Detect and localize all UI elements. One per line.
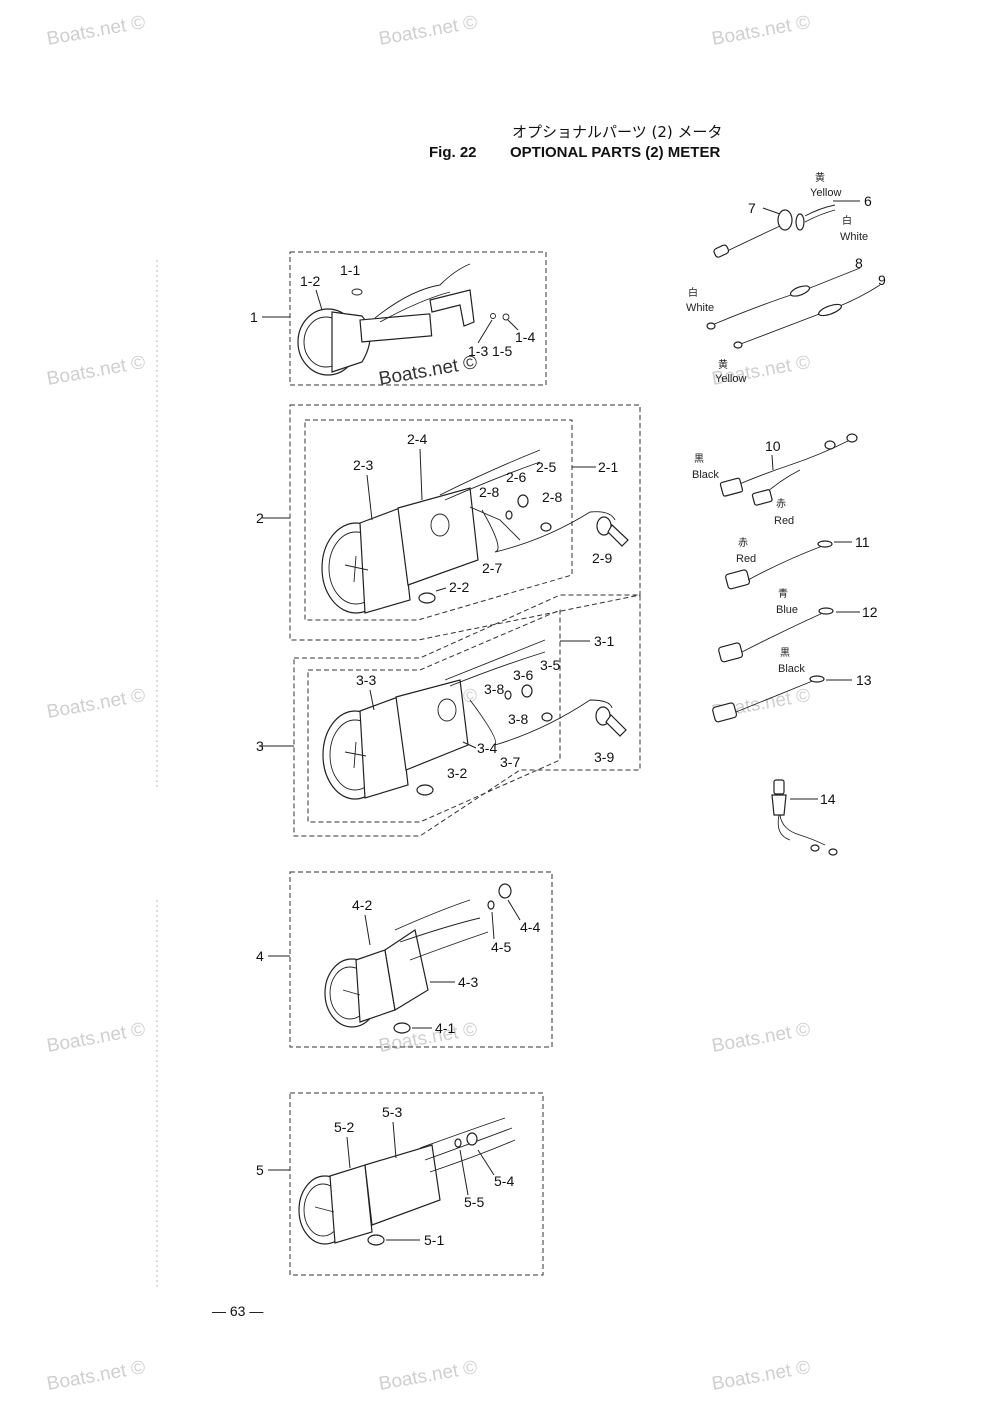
watermark: Boats.net © — [710, 1019, 812, 1057]
callout-10: 10 — [765, 438, 781, 454]
callout-3-8-b: 3-8 — [508, 711, 528, 727]
callout-5-3: 5-3 — [382, 1104, 402, 1120]
callout-4-3: 4-3 — [458, 974, 478, 990]
group-4: 4 4-2 4-4 4-5 4-3 4-1 — [256, 871, 553, 1048]
wire-color-yellow-jp: 黄 — [815, 171, 825, 184]
wire-color-red2: Red — [736, 553, 756, 565]
callout-4-1: 4-1 — [435, 1020, 455, 1036]
callout-9: 9 — [878, 272, 886, 288]
callout-4: 4 — [256, 948, 264, 964]
callout-5-2: 5-2 — [334, 1119, 354, 1135]
watermark: Boats.net © — [45, 352, 147, 390]
callout-3-1: 3-1 — [594, 633, 614, 649]
callout-12: 12 — [862, 604, 878, 620]
harness-parts: 黄 Yellow 白 White 7 6 白 White 8 9 黄 Yello… — [686, 171, 886, 856]
callout-4-5: 4-5 — [491, 939, 511, 955]
wire-color-black2-jp: 黒 — [780, 647, 790, 659]
wire-color-white: White — [840, 231, 868, 243]
callout-1-3: 1-3 — [468, 343, 488, 359]
inline-watermark: Boats.net © — [377, 352, 479, 390]
callout-4-4: 4-4 — [520, 919, 540, 935]
callout-2-3: 2-3 — [353, 457, 373, 473]
callout-2-2: 2-2 — [449, 579, 469, 595]
watermark: Boats.net © — [45, 1019, 147, 1057]
callout-2-8-a: 2-8 — [479, 484, 499, 500]
callout-2: 2 — [256, 510, 264, 526]
callout-7: 7 — [748, 200, 756, 216]
callout-2-5: 2-5 — [536, 459, 556, 475]
callout-3-4: 3-4 — [477, 740, 497, 756]
watermark: Boats.net © — [377, 1357, 479, 1395]
callout-3-6: 3-6 — [513, 667, 533, 683]
wire-color-yellow: Yellow — [810, 187, 841, 199]
wire-color-white2: White — [686, 302, 714, 314]
wire-color-white2-jp: 白 — [688, 286, 698, 299]
callout-3-7: 3-7 — [500, 754, 520, 770]
watermark: Boats.net © — [45, 685, 147, 723]
callout-6: 6 — [864, 193, 872, 209]
group-1: 1 1-1 1-2 1-3 1-4 1-5 Boats.net © — [250, 251, 547, 390]
callout-3-9: 3-9 — [594, 749, 614, 765]
callout-3: 3 — [256, 738, 264, 754]
watermark: Boats.net © — [377, 1019, 479, 1057]
callout-13: 13 — [856, 672, 872, 688]
callout-1-1: 1-1 — [340, 262, 360, 278]
callout-1: 1 — [250, 309, 258, 325]
callout-3-3: 3-3 — [356, 672, 376, 688]
watermark: Boats.net © — [710, 1357, 812, 1395]
watermark: Boats.net © — [45, 12, 147, 50]
callout-2-7: 2-7 — [482, 560, 502, 576]
wire-color-blue: Blue — [776, 604, 798, 616]
wire-color-yellow2-jp: 黄 — [718, 358, 728, 371]
callout-14: 14 — [820, 791, 836, 807]
wire-color-red-jp: 赤 — [776, 498, 786, 510]
wire-color-yellow2: Yellow — [715, 373, 746, 385]
callout-3-2: 3-2 — [447, 765, 467, 781]
callout-11: 11 — [855, 534, 870, 550]
callout-2-8-b: 2-8 — [542, 489, 562, 505]
wire-color-black: Black — [692, 469, 719, 481]
wire-color-white-jp: 白 — [842, 214, 852, 227]
callout-5-4: 5-4 — [494, 1173, 514, 1189]
page-number: — 63 — — [212, 1303, 263, 1319]
figure-title-jp: オプショナルパーツ (2) メータ — [512, 123, 723, 141]
callout-2-9: 2-9 — [592, 550, 612, 566]
callout-1-2: 1-2 — [300, 273, 320, 289]
watermark: Boats.net © — [377, 12, 479, 50]
wire-color-blue-jp: 青 — [778, 587, 788, 600]
callout-1-4: 1-4 — [515, 329, 535, 345]
group-2: 2 2-1 2-4 2-3 2-5 2-6 2-8 2-8 2-7 2-9 2-… — [256, 404, 641, 641]
callout-2-6: 2-6 — [506, 469, 526, 485]
callout-3-5: 3-5 — [540, 657, 560, 673]
callout-2-1: 2-1 — [598, 459, 618, 475]
callout-1-5: 1-5 — [492, 343, 512, 359]
watermark: Boats.net © — [45, 1357, 147, 1395]
callout-8: 8 — [855, 255, 863, 271]
figure-title: OPTIONAL PARTS (2) METER — [510, 144, 720, 161]
callout-4-2: 4-2 — [352, 897, 372, 913]
wire-color-black2: Black — [778, 663, 805, 675]
group-5: 5 5-3 5-2 5-4 5-5 5-1 — [256, 1092, 544, 1276]
group-3: 3 3-1 3-3 3-5 3-6 3-8 3-8 3-4 3-7 3-2 3-… — [256, 594, 641, 837]
figure-number: Fig. 22 — [429, 144, 477, 161]
wire-color-red: Red — [774, 515, 794, 527]
callout-3-8-a: 3-8 — [484, 681, 504, 697]
callout-2-4: 2-4 — [407, 431, 427, 447]
callout-5: 5 — [256, 1162, 264, 1178]
watermark: Boats.net © — [710, 12, 812, 50]
callout-5-5: 5-5 — [464, 1194, 484, 1210]
callout-5-1: 5-1 — [424, 1232, 444, 1248]
wire-color-black-jp: 黒 — [694, 453, 704, 465]
wire-color-red2-jp: 赤 — [738, 537, 748, 549]
